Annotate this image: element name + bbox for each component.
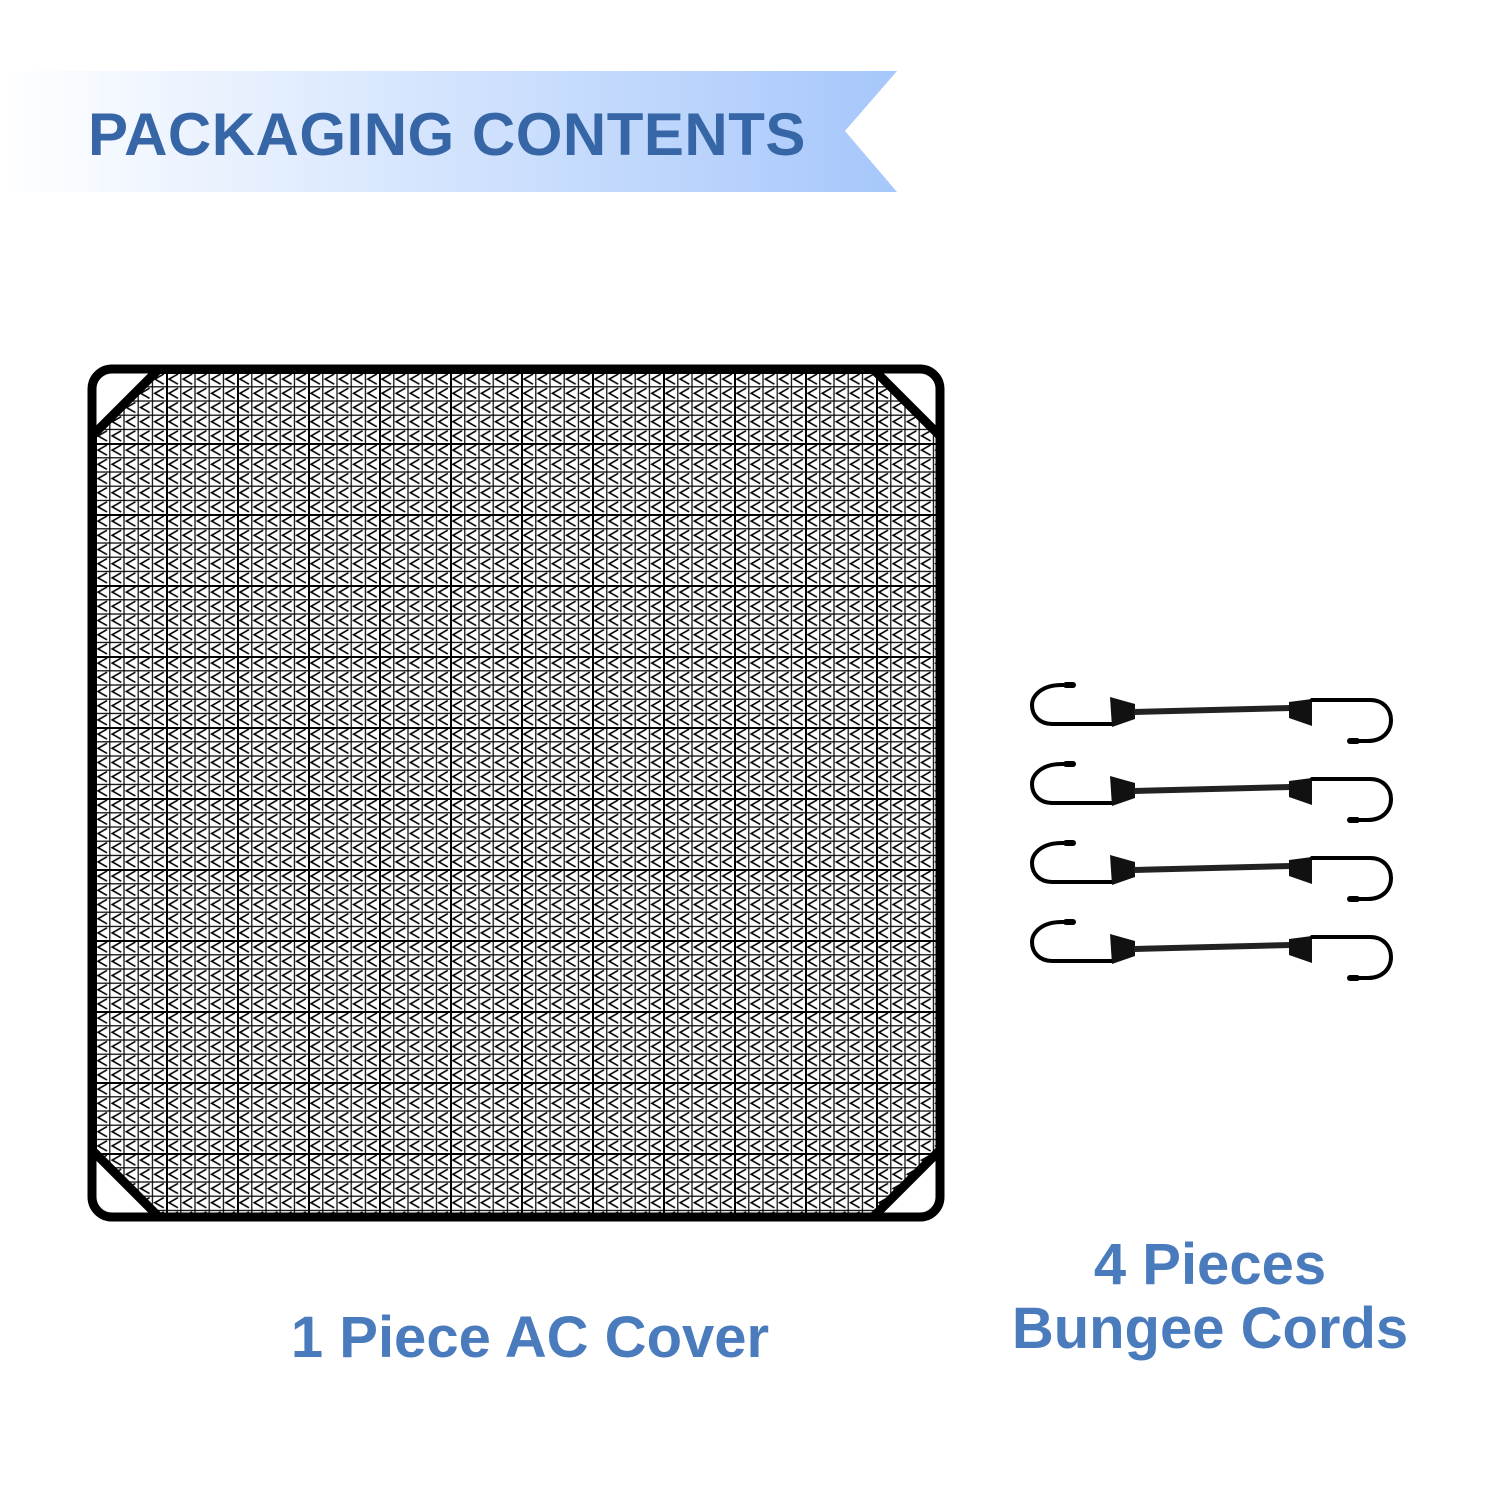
title-banner — [0, 71, 897, 192]
bungee-cords-group — [1020, 670, 1410, 990]
bungee-cord-icon — [1032, 843, 1391, 899]
bungee-cord-icon — [1032, 922, 1391, 978]
bungee-cords-label-line1: 4 Pieces — [1093, 1232, 1327, 1297]
page-title: PACKAGING CONTENTS — [88, 101, 806, 168]
bungee-cord-icon — [1032, 764, 1391, 820]
ac-cover-label: 1 Piece AC Cover — [290, 1305, 770, 1370]
bungee-cords-label-line2: Bungee Cords — [1011, 1296, 1409, 1361]
bungee-cords-label: 4 Pieces Bungee Cords — [960, 1233, 1460, 1361]
mesh-cover-icon — [87, 364, 945, 1222]
bungee-cord-icon — [1032, 685, 1391, 741]
